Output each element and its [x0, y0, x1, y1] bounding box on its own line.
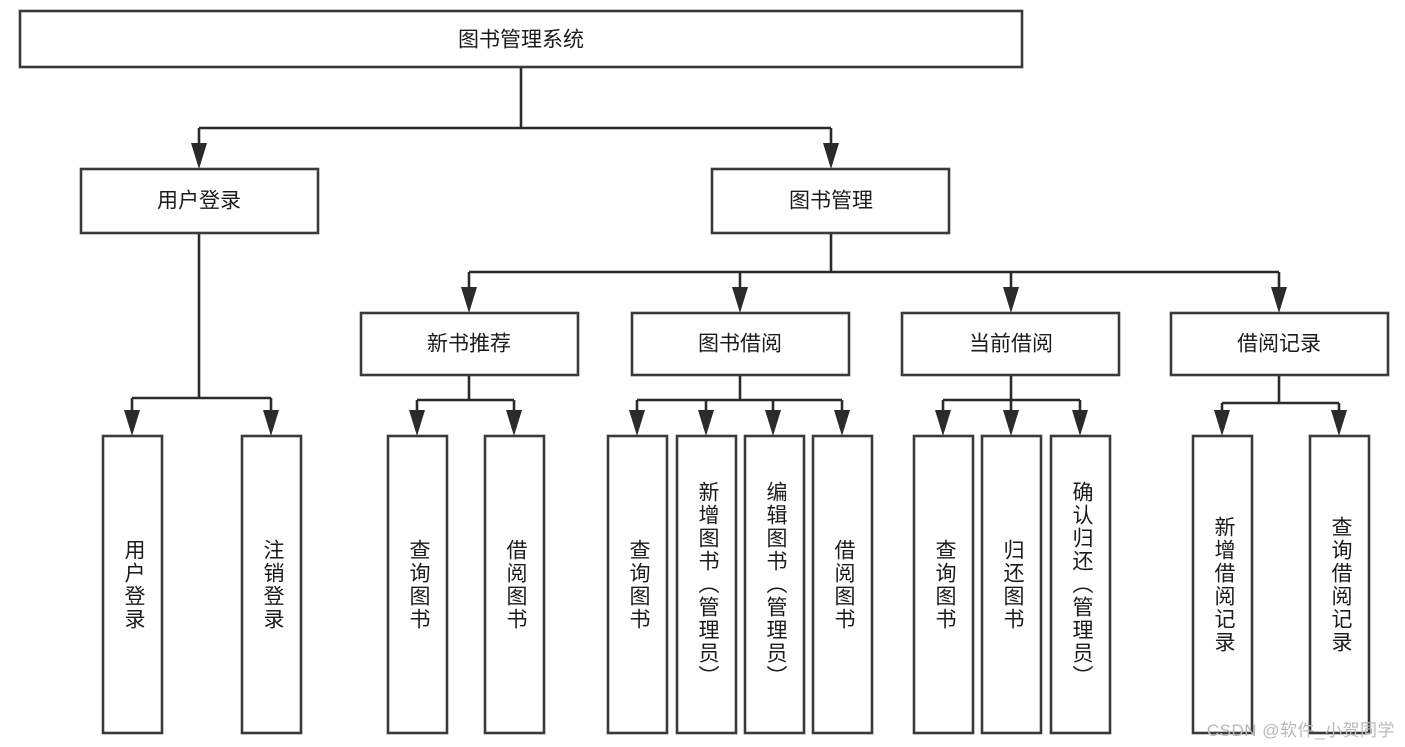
node-book-management[interactable]: 图书管理: [710, 167, 951, 235]
leaf-box-cb-3[interactable]: [1049, 434, 1112, 735]
node-book-borrow-box: [630, 311, 851, 377]
node-book-management-label: 图书管理: [789, 190, 873, 213]
node-new-book-recommend-label: 新书推荐: [427, 333, 511, 356]
csdn-watermark: CSDN @软件_小贺同学: [1206, 721, 1395, 740]
arrow-head-bb-leaf2: [698, 410, 714, 436]
node-borrow-record-box: [1169, 311, 1390, 377]
leaf-box-nbr-2[interactable]: [483, 434, 546, 735]
node-book-borrow-label: 图书借阅: [698, 333, 782, 356]
arrow-head-nbr-leaf1: [409, 410, 425, 436]
node-borrow-record-label: 借阅记录: [1237, 333, 1321, 356]
node-user-login-box: [79, 167, 320, 235]
leaf-box-br-1[interactable]: [1191, 434, 1254, 735]
connector-group-current-borrow: [935, 375, 1088, 436]
node-borrow-record[interactable]: 借阅记录: [1169, 311, 1390, 377]
node-root-box: [18, 9, 1024, 69]
leaf-box-nbr-1[interactable]: [386, 434, 449, 735]
leaf-box-user-login-1[interactable]: [101, 434, 164, 735]
leaf-box-bb-1[interactable]: [606, 434, 669, 735]
node-root-book-management-system[interactable]: 图书管理系统: [18, 9, 1024, 69]
node-user-login-label: 用户登录: [157, 190, 241, 213]
arrow-head-new-book-recommend: [461, 287, 477, 313]
arrow-head-cb-leaf1: [935, 410, 951, 436]
arrow-head-br-leaf2: [1331, 410, 1347, 436]
leaf-box-bb-3[interactable]: [743, 434, 806, 735]
node-root-label: 图书管理系统: [458, 29, 584, 52]
node-current-borrow-label: 当前借阅: [969, 333, 1053, 356]
arrow-head-book-borrow: [732, 287, 748, 313]
node-current-borrow-box: [900, 311, 1121, 377]
arrow-head-borrow-record: [1271, 287, 1287, 313]
node-new-book-recommend[interactable]: 新书推荐: [359, 311, 580, 377]
arrow-head-bb-leaf1: [629, 410, 645, 436]
arrow-head-user-login-leaf1: [124, 410, 140, 436]
arrow-head-book-manage: [823, 143, 839, 169]
node-book-borrow[interactable]: 图书借阅: [630, 311, 851, 377]
arrow-head-cb-leaf2: [1003, 410, 1019, 436]
arrow-head-nbr-leaf2: [506, 410, 522, 436]
node-book-management-box: [710, 167, 951, 235]
connector-group-book-borrow: [629, 375, 850, 436]
connector-group-book-manage: [461, 233, 1287, 313]
arrow-head-bb-leaf3: [765, 410, 781, 436]
leaf-box-bb-2[interactable]: [675, 434, 738, 735]
connector-group-user-login: [124, 233, 279, 436]
arrow-head-bb-leaf4: [834, 410, 850, 436]
arrow-head-user-login: [191, 143, 207, 169]
arrow-head-cb-leaf3: [1072, 410, 1088, 436]
arrow-head-user-login-leaf2: [263, 410, 279, 436]
arrow-head-br-leaf1: [1214, 410, 1230, 436]
leaf-box-cb-2[interactable]: [980, 434, 1043, 735]
connector-group-root: [191, 67, 839, 169]
node-user-login[interactable]: 用户登录: [79, 167, 320, 235]
arrow-head-current-borrow: [1003, 287, 1019, 313]
node-current-borrow[interactable]: 当前借阅: [900, 311, 1121, 377]
leaf-box-bb-4[interactable]: [811, 434, 874, 735]
leaf-box-user-login-2[interactable]: [240, 434, 303, 735]
connector-group-borrow-record: [1214, 375, 1347, 436]
leaf-box-cb-1[interactable]: [912, 434, 975, 735]
node-new-book-recommend-box: [359, 311, 580, 377]
leaf-box-br-2[interactable]: [1308, 434, 1371, 735]
connector-group-new-book-recommend: [409, 375, 522, 436]
